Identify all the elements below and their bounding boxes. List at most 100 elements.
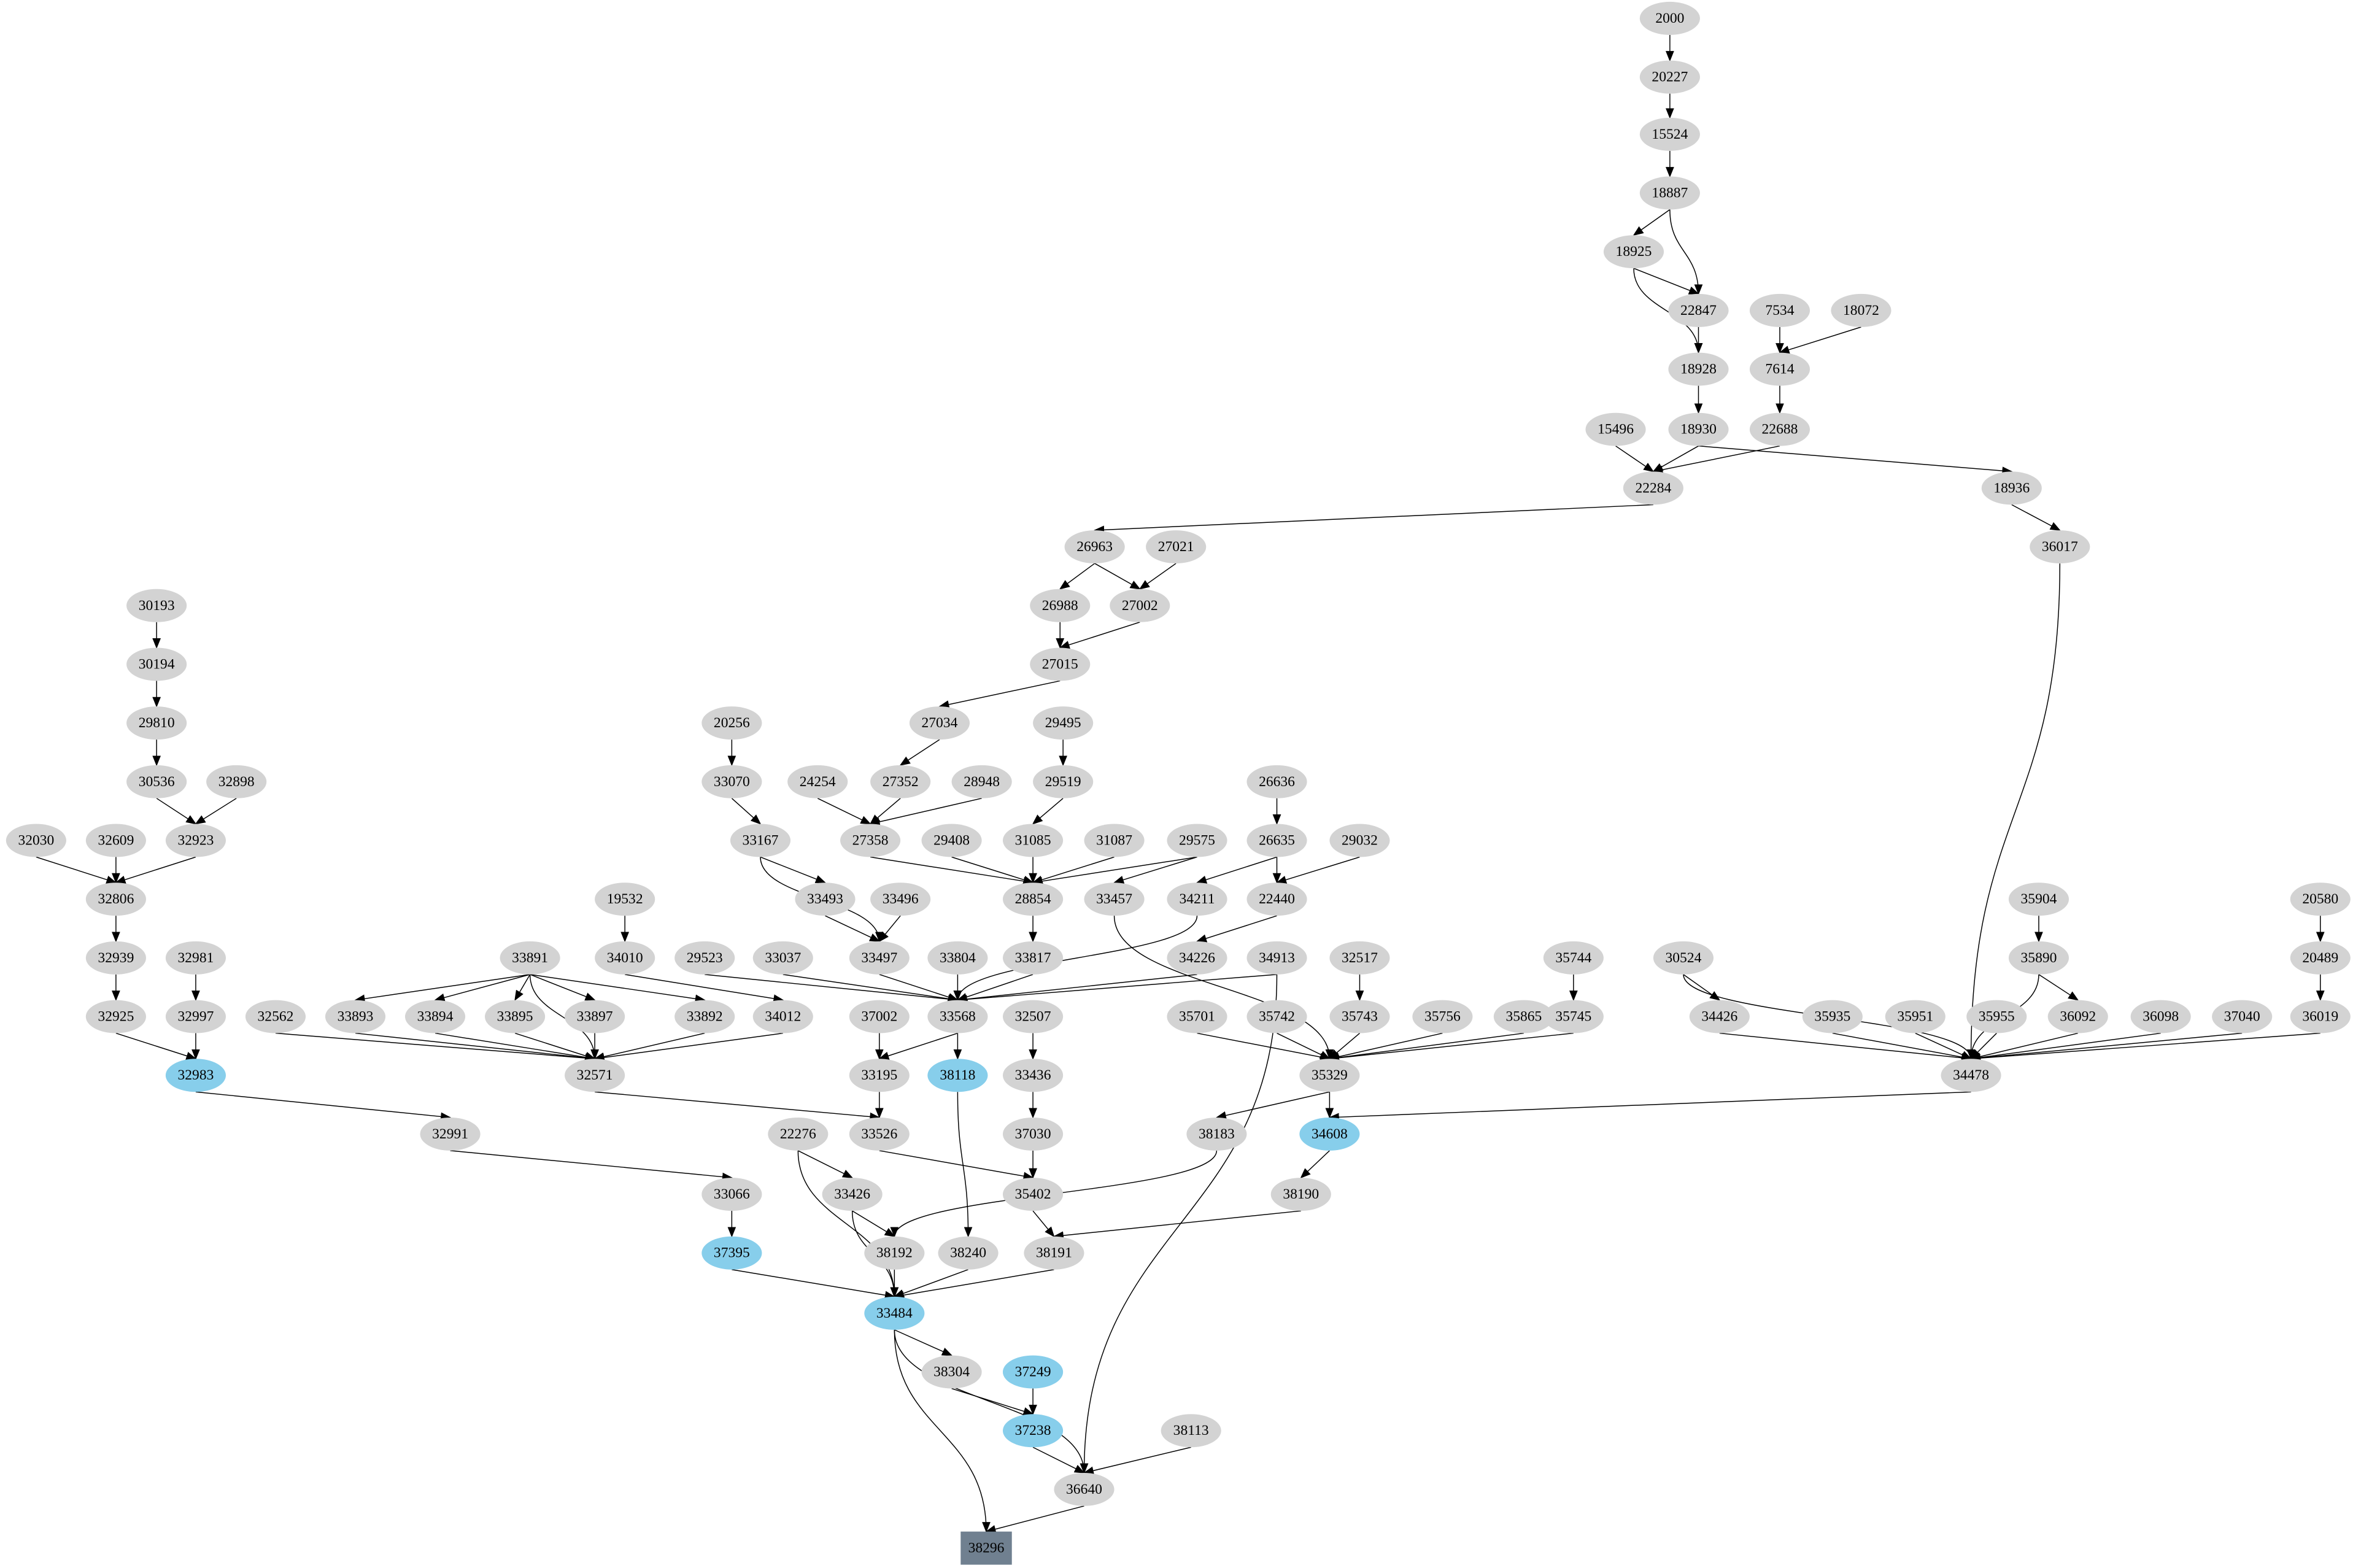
graph-node-33426[interactable]: 33426 [822,1178,883,1211]
graph-node-35904[interactable]: 35904 [2008,882,2069,916]
graph-node-35402[interactable]: 35402 [1002,1178,1064,1211]
graph-node-33526[interactable]: 33526 [849,1117,910,1151]
graph-node-35756[interactable]: 35756 [1412,1000,1473,1033]
graph-node-22276[interactable]: 22276 [768,1117,829,1151]
graph-node-32806[interactable]: 32806 [85,882,146,916]
graph-node-38240[interactable]: 38240 [938,1236,999,1270]
graph-node-32571[interactable]: 32571 [565,1059,625,1092]
graph-node-29575[interactable]: 29575 [1167,824,1227,857]
graph-node-26635[interactable]: 26635 [1246,824,1307,857]
graph-node-34478[interactable]: 34478 [1941,1059,2001,1092]
graph-node-30524[interactable]: 30524 [1653,941,1714,975]
graph-node-34913[interactable]: 34913 [1246,941,1307,975]
graph-node-20580[interactable]: 20580 [2290,882,2351,916]
graph-node-33436[interactable]: 33436 [1002,1059,1064,1092]
graph-node-35742[interactable]: 35742 [1246,1000,1307,1033]
graph-node-24254[interactable]: 24254 [787,765,848,798]
graph-node-32898[interactable]: 32898 [206,765,267,798]
graph-node-7614[interactable]: 7614 [1749,352,1810,386]
graph-node-26636[interactable]: 26636 [1246,765,1307,798]
graph-node-28854[interactable]: 28854 [1002,882,1064,916]
graph-node-36017[interactable]: 36017 [2030,530,2090,564]
graph-node-35329[interactable]: 35329 [1299,1059,1360,1092]
graph-node-2000[interactable]: 2000 [1639,1,1700,35]
graph-node-20227[interactable]: 20227 [1639,60,1700,94]
graph-node-33484[interactable]: 33484 [864,1296,925,1330]
graph-node-22847[interactable]: 22847 [1668,293,1729,327]
graph-node-31085[interactable]: 31085 [1002,824,1064,857]
graph-node-37030[interactable]: 37030 [1002,1117,1064,1151]
graph-node-32981[interactable]: 32981 [165,941,226,975]
graph-node-38296[interactable]: 38296 [960,1531,1012,1565]
graph-node-27015[interactable]: 27015 [1030,647,1091,681]
graph-node-38192[interactable]: 38192 [864,1236,925,1270]
graph-node-33568[interactable]: 33568 [927,1000,988,1033]
graph-node-35743[interactable]: 35743 [1329,1000,1390,1033]
graph-node-20256[interactable]: 20256 [701,706,762,740]
graph-node-29408[interactable]: 29408 [921,824,982,857]
graph-node-33895[interactable]: 33895 [485,1000,546,1033]
graph-node-32517[interactable]: 32517 [1329,941,1390,975]
graph-node-31087[interactable]: 31087 [1084,824,1145,857]
graph-node-36098[interactable]: 36098 [2130,1000,2191,1033]
graph-node-32939[interactable]: 32939 [85,941,146,975]
graph-node-32923[interactable]: 32923 [165,824,226,857]
graph-node-35935[interactable]: 35935 [1802,1000,1863,1033]
graph-node-32983[interactable]: 32983 [165,1059,226,1092]
graph-node-35744[interactable]: 35744 [1543,941,1604,975]
graph-node-18936[interactable]: 18936 [1981,471,2042,505]
graph-node-27358[interactable]: 27358 [840,824,901,857]
graph-node-35701[interactable]: 35701 [1167,1000,1227,1033]
graph-node-26963[interactable]: 26963 [1064,530,1125,564]
graph-node-15524[interactable]: 15524 [1639,117,1700,151]
graph-node-33897[interactable]: 33897 [565,1000,625,1033]
graph-node-38113[interactable]: 38113 [1161,1414,1221,1448]
graph-node-35955[interactable]: 35955 [1966,1000,2027,1033]
graph-node-33037[interactable]: 33037 [752,941,813,975]
graph-node-32991[interactable]: 32991 [420,1117,481,1151]
graph-node-34426[interactable]: 34426 [1689,1000,1750,1033]
graph-node-37395[interactable]: 37395 [701,1236,762,1270]
graph-node-29810[interactable]: 29810 [126,706,187,740]
graph-node-34010[interactable]: 34010 [595,941,655,975]
graph-node-34012[interactable]: 34012 [752,1000,813,1033]
graph-node-36092[interactable]: 36092 [2047,1000,2108,1033]
graph-node-33167[interactable]: 33167 [730,824,791,857]
graph-node-26988[interactable]: 26988 [1030,589,1091,622]
graph-node-37249[interactable]: 37249 [1002,1355,1064,1389]
graph-node-18887[interactable]: 18887 [1639,176,1700,210]
graph-node-30194[interactable]: 30194 [126,647,187,681]
graph-node-27352[interactable]: 27352 [870,765,931,798]
graph-node-29032[interactable]: 29032 [1329,824,1390,857]
graph-node-29495[interactable]: 29495 [1033,706,1094,740]
graph-node-33496[interactable]: 33496 [870,882,931,916]
graph-node-20489[interactable]: 20489 [2290,941,2351,975]
graph-node-7534[interactable]: 7534 [1749,293,1810,327]
graph-node-18072[interactable]: 18072 [1831,293,1892,327]
graph-node-33894[interactable]: 33894 [404,1000,466,1033]
graph-node-33195[interactable]: 33195 [849,1059,910,1092]
graph-node-33892[interactable]: 33892 [674,1000,735,1033]
graph-node-33893[interactable]: 33893 [325,1000,386,1033]
graph-node-30193[interactable]: 30193 [126,589,187,622]
graph-node-22688[interactable]: 22688 [1749,412,1810,446]
graph-node-38304[interactable]: 38304 [921,1355,982,1389]
graph-node-32997[interactable]: 32997 [165,1000,226,1033]
graph-node-38191[interactable]: 38191 [1024,1236,1084,1270]
graph-node-18930[interactable]: 18930 [1668,412,1729,446]
graph-node-15496[interactable]: 15496 [1585,412,1646,446]
graph-node-37238[interactable]: 37238 [1002,1414,1064,1448]
graph-node-29523[interactable]: 29523 [674,941,735,975]
graph-node-33891[interactable]: 33891 [500,941,560,975]
graph-node-27002[interactable]: 27002 [1110,589,1170,622]
graph-node-22284[interactable]: 22284 [1623,471,1683,505]
graph-node-35865[interactable]: 35865 [1493,1000,1554,1033]
graph-node-33817[interactable]: 33817 [1002,941,1064,975]
graph-node-18928[interactable]: 18928 [1668,352,1729,386]
graph-node-18925[interactable]: 18925 [1603,235,1664,269]
graph-node-32562[interactable]: 32562 [245,1000,306,1033]
graph-node-36640[interactable]: 36640 [1054,1472,1115,1506]
graph-node-28948[interactable]: 28948 [951,765,1012,798]
graph-node-35890[interactable]: 35890 [2008,941,2069,975]
graph-node-35951[interactable]: 35951 [1885,1000,1946,1033]
